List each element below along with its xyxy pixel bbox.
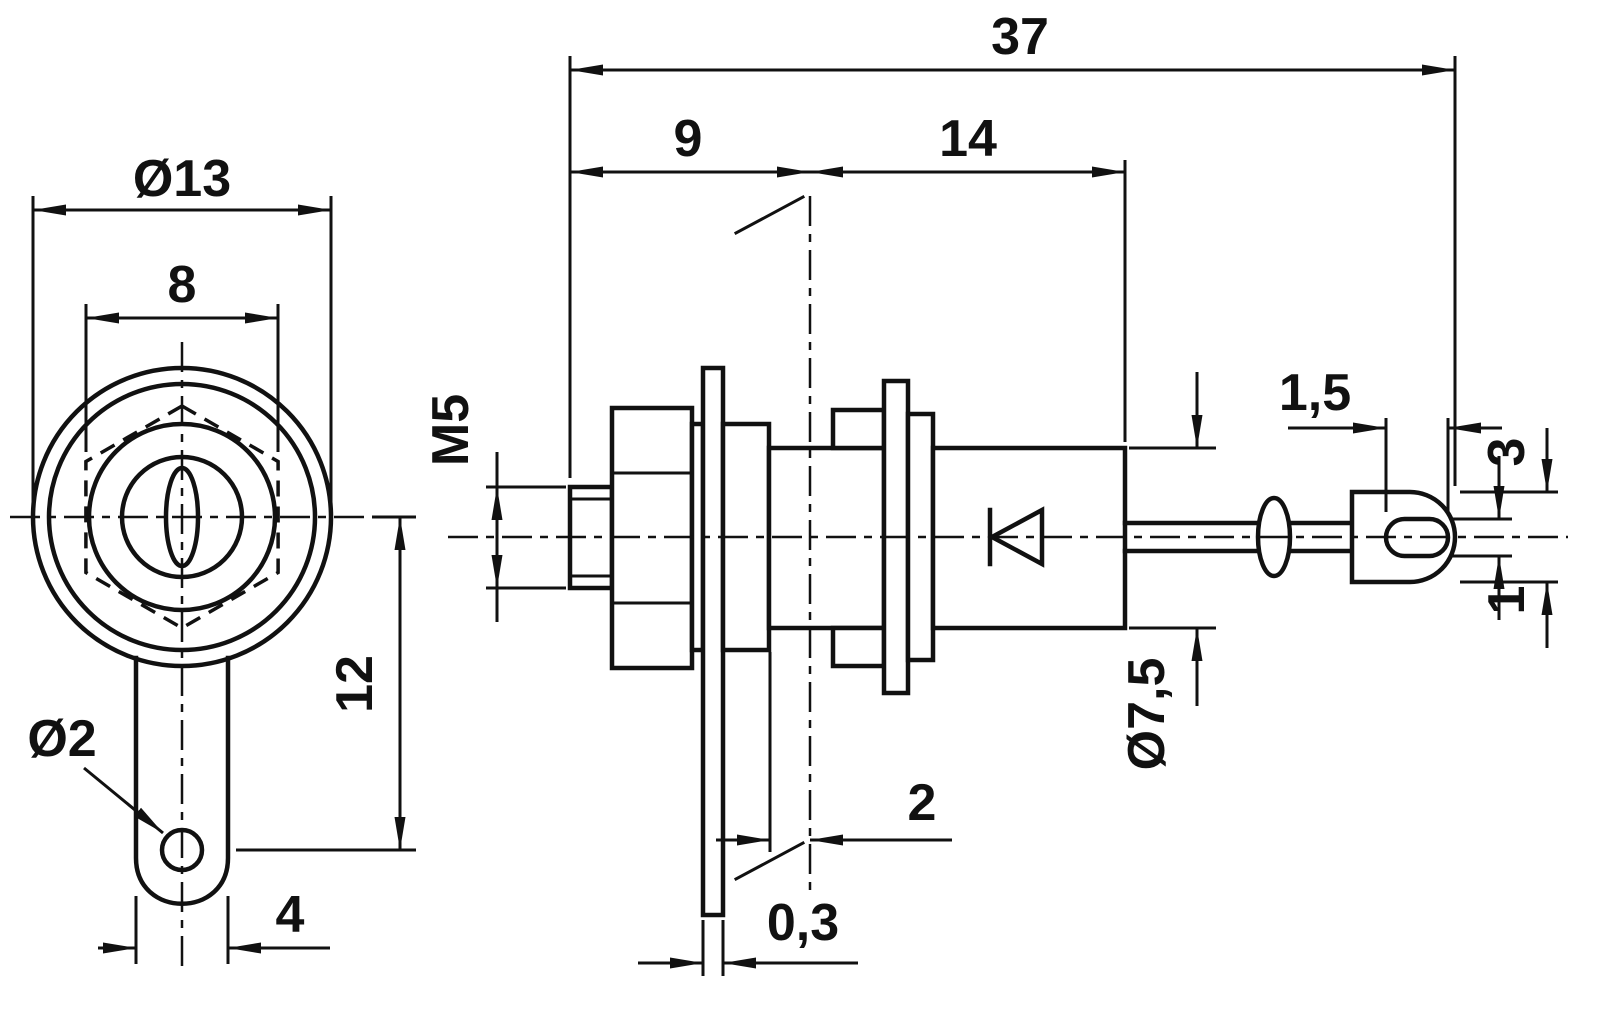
orientation-slash-top [733,194,806,236]
dim-body-length: 14 [810,110,1127,442]
dim-label-lug-hole-height: 1 [1478,586,1536,615]
dim-label-body-diameter: Ø7,5 [1118,658,1176,771]
dim-label-flange-diameter: Ø13 [133,150,231,208]
component-profile [567,365,1458,918]
dim-label-hex-width: 8 [168,256,197,314]
dim-body-diameter: Ø7,5 [1118,372,1216,770]
dim-flange-diameter: Ø13 [31,150,333,508]
dim-label-lug-hole-width: 1,5 [1279,364,1351,422]
side-view [448,194,1568,918]
dim-hole-offset: 12 [236,515,416,852]
dim-plate-thickness: 0,3 [638,894,858,976]
dim-lug-hole-height: 1 [1452,456,1536,620]
dim-label-lug-width: 4 [276,886,305,944]
retainer-tab-bottom [830,625,887,669]
dim-lug-width: 4 [98,886,330,964]
dim-plate-offset: 2 [716,652,952,852]
dim-label-lug-end-height: 3 [1478,438,1536,467]
dim-lug-end-height: 3 [1460,428,1558,648]
dim-lug-hole-width: 1,5 [1279,364,1502,512]
leader-line [83,766,164,835]
dim-label-stud-side-length: 9 [674,110,703,168]
dim-label-plate-offset: 2 [908,774,937,832]
retainer-tab-top [830,407,887,451]
hidden-hex-outline [84,403,280,631]
dim-label-overall-length: 37 [991,8,1049,66]
dim-hex-width: 8 [84,256,280,452]
dim-label-plate-thickness: 0,3 [767,894,839,952]
dim-label-thread: M5 [422,394,480,466]
dimensions: Ø13 8 12 Ø2 4 37 [27,8,1558,976]
dim-hole-diameter: Ø2 [27,710,164,835]
dim-label-hole-diameter: Ø2 [27,710,96,768]
dim-label-hole-offset: 12 [326,655,384,713]
dim-thread: M5 [422,394,566,622]
dim-stud-side-length: 9 [570,110,810,178]
dim-overall-length: 37 [568,8,1457,486]
front-view [10,342,372,968]
lug-plate-edge [700,365,726,918]
dim-label-body-length: 14 [939,110,997,168]
orientation-slash-bottom [733,840,806,882]
